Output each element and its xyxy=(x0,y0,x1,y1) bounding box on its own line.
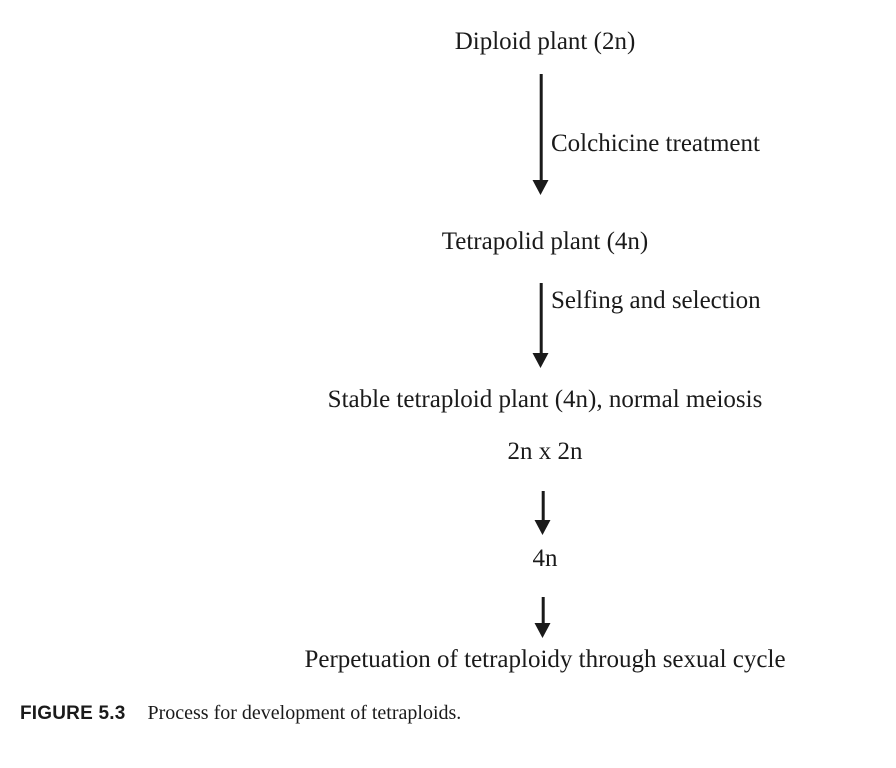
arrow-head xyxy=(532,180,549,195)
flow-node-label: Stable tetraploid plant (4n), normal mei… xyxy=(327,386,763,413)
flow-node-progeny: 4n xyxy=(0,545,896,573)
arrow-label-colchicine: Colchicine treatment xyxy=(551,130,760,157)
flow-node-label: Diploid plant (2n) xyxy=(454,28,636,55)
flow-node-label: Tetrapolid plant (4n) xyxy=(441,228,649,255)
flow-node-stable-tetraploid: Stable tetraploid plant (4n), normal mei… xyxy=(0,386,896,414)
flow-node-diploid-plant: Diploid plant (2n) xyxy=(0,28,896,56)
figure-caption: FIGURE 5.3 Process for development of tet… xyxy=(20,700,880,727)
flowchart: Diploid plant (2n) Colchicine treatment … xyxy=(0,28,896,674)
arrow-shaft xyxy=(539,283,543,353)
arrow-head xyxy=(532,353,549,368)
flow-node-label: 2n x 2n xyxy=(507,438,583,465)
flow-node-label: Perpetuation of tetraploidy through sexu… xyxy=(304,646,786,673)
flow-node-cross: 2n x 2n xyxy=(0,438,896,466)
flow-node-tetraploid-plant: Tetrapolid plant (4n) xyxy=(0,228,896,256)
arrow-head xyxy=(534,520,551,535)
flow-node-label: 4n xyxy=(532,545,558,572)
arrow-shaft xyxy=(541,491,545,520)
flow-node-perpetuation: Perpetuation of tetraploidy through sexu… xyxy=(0,646,896,674)
figure-number: FIGURE 5.3 xyxy=(20,703,126,724)
figure-caption-text: Process for development of tetraploids. xyxy=(147,702,462,724)
arrow-label-selfing: Selfing and selection xyxy=(551,287,761,314)
arrow-shaft xyxy=(541,597,545,623)
arrow-shaft xyxy=(539,74,543,180)
arrow-head xyxy=(534,623,551,638)
